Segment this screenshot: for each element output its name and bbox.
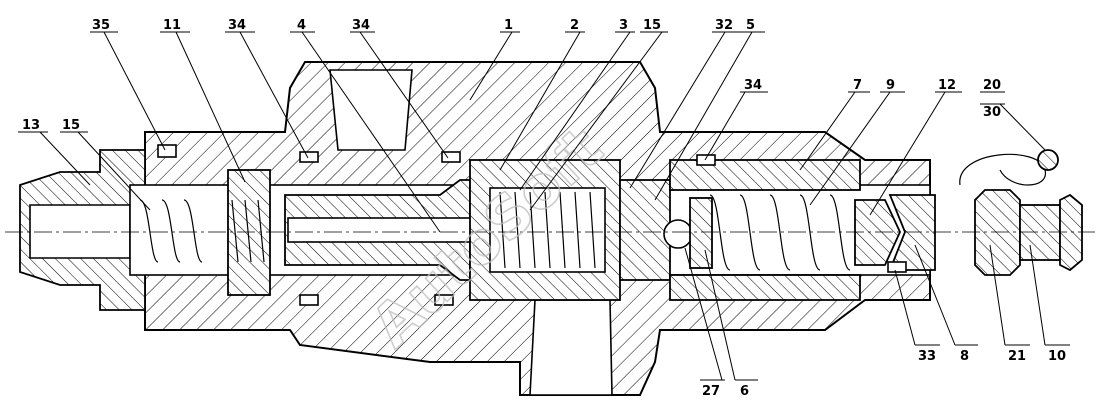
callout-34: 34 <box>352 18 370 33</box>
callout-labels: 35 11 34 4 34 1 2 3 15 32 5 34 7 9 12 20… <box>22 18 1066 399</box>
callout-2: 2 <box>570 18 579 33</box>
callout-35: 35 <box>92 18 110 33</box>
o-ring-34a <box>299 151 319 163</box>
callout-33: 33 <box>918 349 936 364</box>
spring-3 <box>499 191 596 269</box>
callout-1: 1 <box>504 18 513 33</box>
callout-3: 3 <box>619 18 628 33</box>
callout-30: 30 <box>983 105 1001 120</box>
callout-20: 20 <box>983 78 1001 93</box>
o-ring-35 <box>157 144 177 158</box>
spring-guide-6 <box>689 197 713 269</box>
callout-9: 9 <box>886 78 895 93</box>
o-ring-34d <box>299 294 319 306</box>
seal-30 <box>1037 149 1059 171</box>
adjuster-12 <box>854 199 901 266</box>
callout-15: 15 <box>643 18 661 33</box>
ball-27 <box>663 219 693 249</box>
callout-8: 8 <box>960 349 969 364</box>
callout-32: 32 <box>715 18 733 33</box>
cap-8 <box>888 194 936 271</box>
screw-10 <box>1019 204 1061 261</box>
callout-10: 10 <box>1048 349 1066 364</box>
spring-11 <box>231 199 265 263</box>
callout-27: 27 <box>702 384 720 399</box>
lower-port <box>529 299 613 396</box>
o-ring-34c <box>696 154 716 166</box>
upper-port <box>329 69 413 151</box>
callout-34: 34 <box>228 18 246 33</box>
plug-11 <box>227 169 271 296</box>
spring-9 <box>709 194 851 271</box>
o-ring-33 <box>887 261 907 273</box>
callout-7: 7 <box>853 78 862 93</box>
nut-21 <box>974 189 1021 276</box>
callout-21: 21 <box>1008 349 1026 364</box>
callout-4: 4 <box>297 18 306 33</box>
o-ring-34e <box>434 294 454 306</box>
leader-lines <box>18 31 1070 381</box>
seal-wire-20 <box>959 153 1046 186</box>
inlet-bore <box>29 204 131 259</box>
seat-5 <box>619 179 671 281</box>
o-ring-34b <box>441 151 461 163</box>
callout-15: 15 <box>62 118 80 133</box>
callout-5: 5 <box>746 18 755 33</box>
sleeve-7-lower <box>669 274 861 301</box>
callout-6: 6 <box>740 384 749 399</box>
callout-11: 11 <box>163 18 181 33</box>
screw-head <box>1059 193 1083 272</box>
callout-12: 12 <box>938 78 956 93</box>
callout-13: 13 <box>22 118 40 133</box>
callout-34: 34 <box>744 78 762 93</box>
